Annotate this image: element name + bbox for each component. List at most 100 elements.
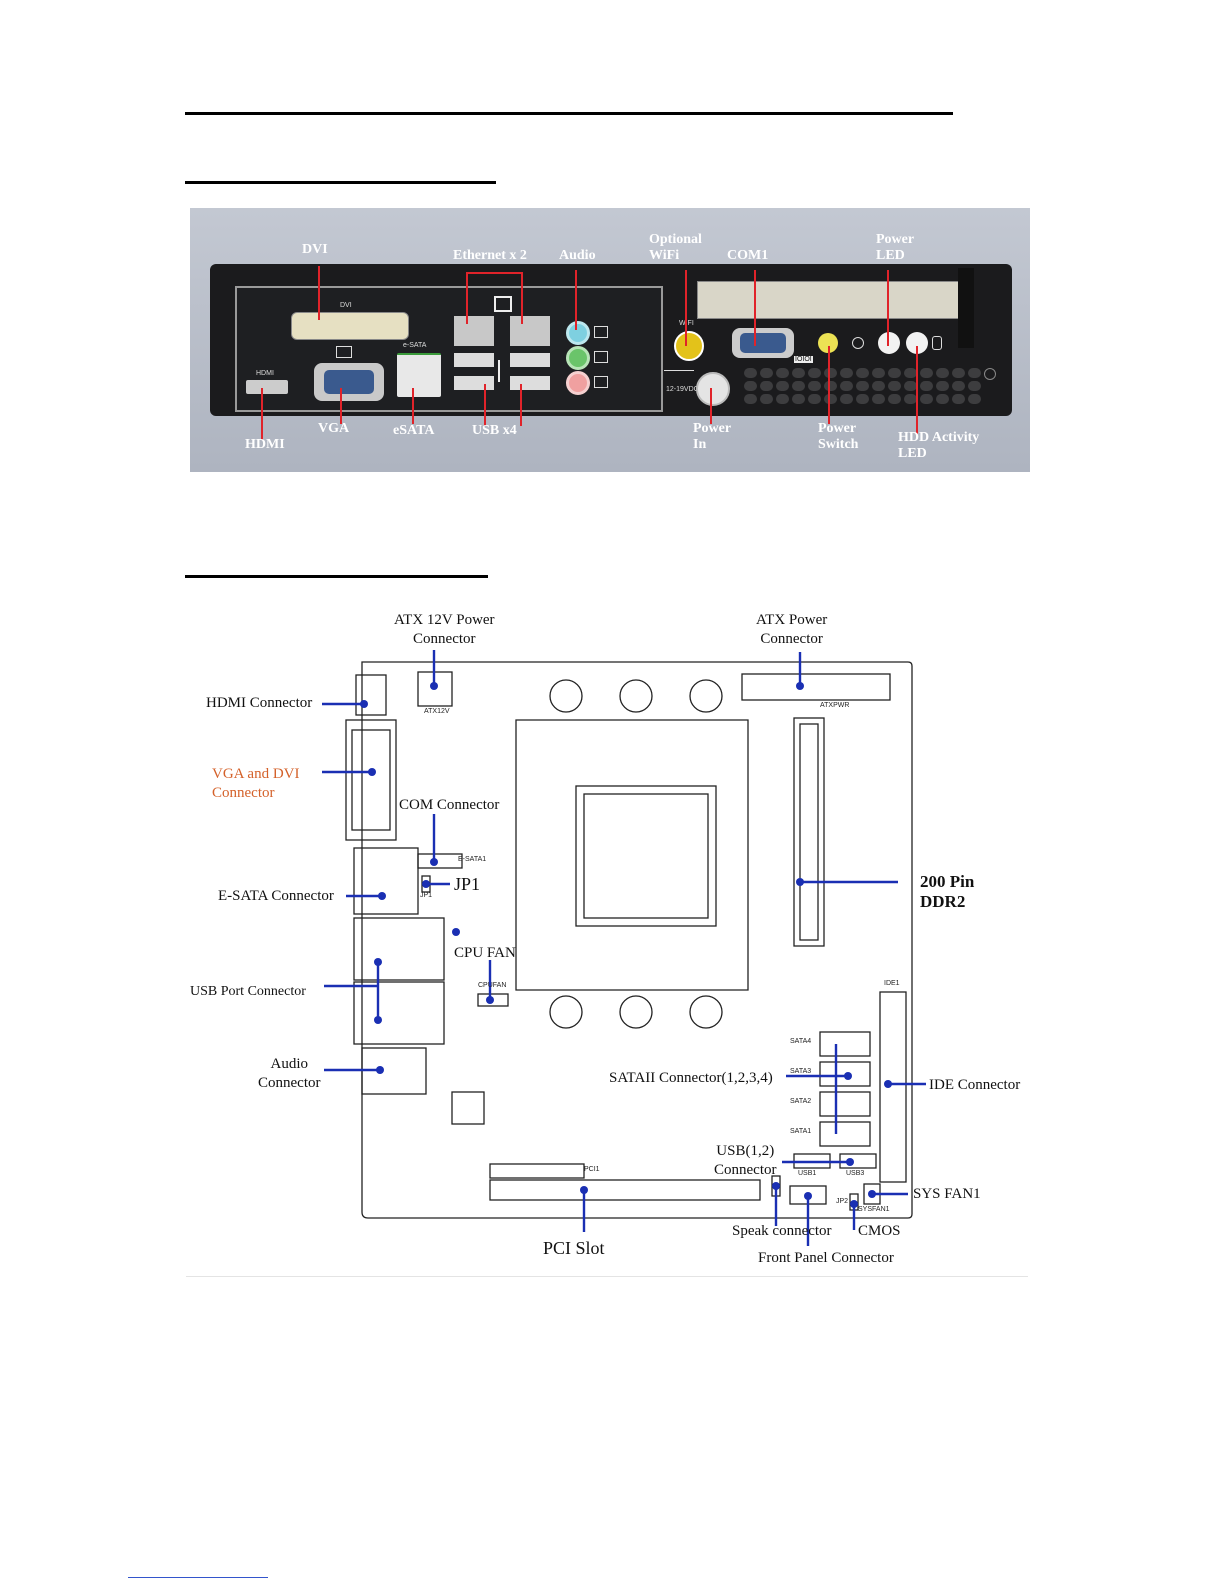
microphone-icon [594,376,608,388]
power-symbol-icon [852,337,864,349]
silk-pci1: PCI1 [584,1166,600,1173]
vent-hole [888,394,901,404]
silk-sata3: SATA3 [790,1068,812,1075]
kensington-icon [984,368,996,380]
vent-hole [936,368,949,378]
label-usb-port: USB Port Connector [190,984,306,999]
dot-usb-2 [374,1016,382,1024]
monitor-icon [336,346,352,358]
ide-header [879,991,907,1183]
hdmi-port [246,380,288,394]
vent-hole [952,381,965,391]
vga-dvi-block [345,719,397,841]
vent-hole [776,394,789,404]
wifi-antenna-jack [674,331,704,361]
vent-hole [792,381,805,391]
power-led [878,332,900,354]
vent-hole [872,394,885,404]
cpufan-header [477,993,509,1007]
vent-hole [776,368,789,378]
dot-atx12v [430,682,438,690]
silk-sysfan1: SYSFAN1 [858,1206,890,1213]
retention-hole-6 [689,995,723,1029]
label-com: COM Connector [399,797,500,813]
silk-atxpwr: ATXPWR [820,702,850,709]
cpu-retention-frame [515,719,749,991]
label-vga: VGA [318,421,350,436]
leader-vga [340,388,342,424]
label-atx12v: ATX 12V Power Connector [394,612,495,647]
vent-hole [760,394,773,404]
vent-hole [920,394,933,404]
sata3-port [819,1061,871,1087]
esata-block [353,847,419,915]
vent-hole [904,368,917,378]
footer-link-underline [128,1577,268,1578]
dot-usb-1 [374,958,382,966]
dot-chipset [452,928,460,936]
dc-in-print: 12-19VDC [666,386,699,393]
label-hdd-led: HDD Activity LED [898,430,980,461]
cpu-socket [575,785,717,927]
label-sysfan: SYS FAN1 [913,1186,981,1202]
vent-hole [872,368,885,378]
speaker-icon [594,326,608,338]
dot-sysfan [868,1190,876,1198]
board-layout-drawing [322,650,926,1246]
dot-ide [884,1080,892,1088]
dot-audio [376,1066,384,1074]
dot-cmos [850,1200,858,1208]
audio-line-in-jack [566,321,590,345]
pci-slot [489,1179,761,1201]
vent-hole [936,381,949,391]
cpu-socket-inner [583,793,709,919]
com-header [417,853,463,869]
leader-esata [412,388,414,424]
network-icon [494,296,512,312]
vent-hole [920,381,933,391]
pci-slot-label-box [489,1163,585,1179]
vent-hole [936,394,949,404]
vent-hole [744,368,757,378]
vent-hole [904,381,917,391]
silk-usb1: USB1 [798,1170,817,1177]
retention-hole-4 [549,995,583,1029]
dot-sata [844,1072,852,1080]
label-cpufan: CPU FAN [454,945,516,961]
dot-com [430,858,438,866]
leader-power-led [887,270,889,346]
label-com1: COM1 [727,248,769,263]
ddr2-slot-inner [799,723,819,941]
vent-hole [856,381,869,391]
leader-ethernet-2 [521,272,523,324]
vent-hole [968,368,981,378]
vent-hole [744,381,757,391]
retention-hole-2 [619,679,653,713]
pcb-outline [361,661,913,1219]
vent-hole [808,381,821,391]
dot-pci [580,1186,588,1194]
vent-hole [744,394,757,404]
silk-sata4: SATA4 [790,1038,812,1045]
audio-mic-jack [566,371,590,395]
retention-hole-5 [619,995,653,1029]
figure-bottom-rule [186,1276,1028,1277]
dc-polarity-icon [664,370,694,379]
vent-hole [856,394,869,404]
vent-hole [808,368,821,378]
vent-hole [888,381,901,391]
leader-ethernet-1 [466,272,468,324]
vent-hole [760,368,773,378]
sata2-port [819,1091,871,1117]
label-power-in: Power In [693,421,732,452]
vent-hole [792,368,805,378]
vent-hole [856,368,869,378]
hdmi-header [355,674,387,716]
label-audio: Audio [559,248,596,263]
esata-port [397,353,441,397]
hdd-icon [932,336,942,350]
silk-sata1: SATA1 [790,1128,812,1135]
atxpwr-header [741,673,891,701]
leader-ethernet-bar [466,272,523,274]
vent-hole [968,381,981,391]
